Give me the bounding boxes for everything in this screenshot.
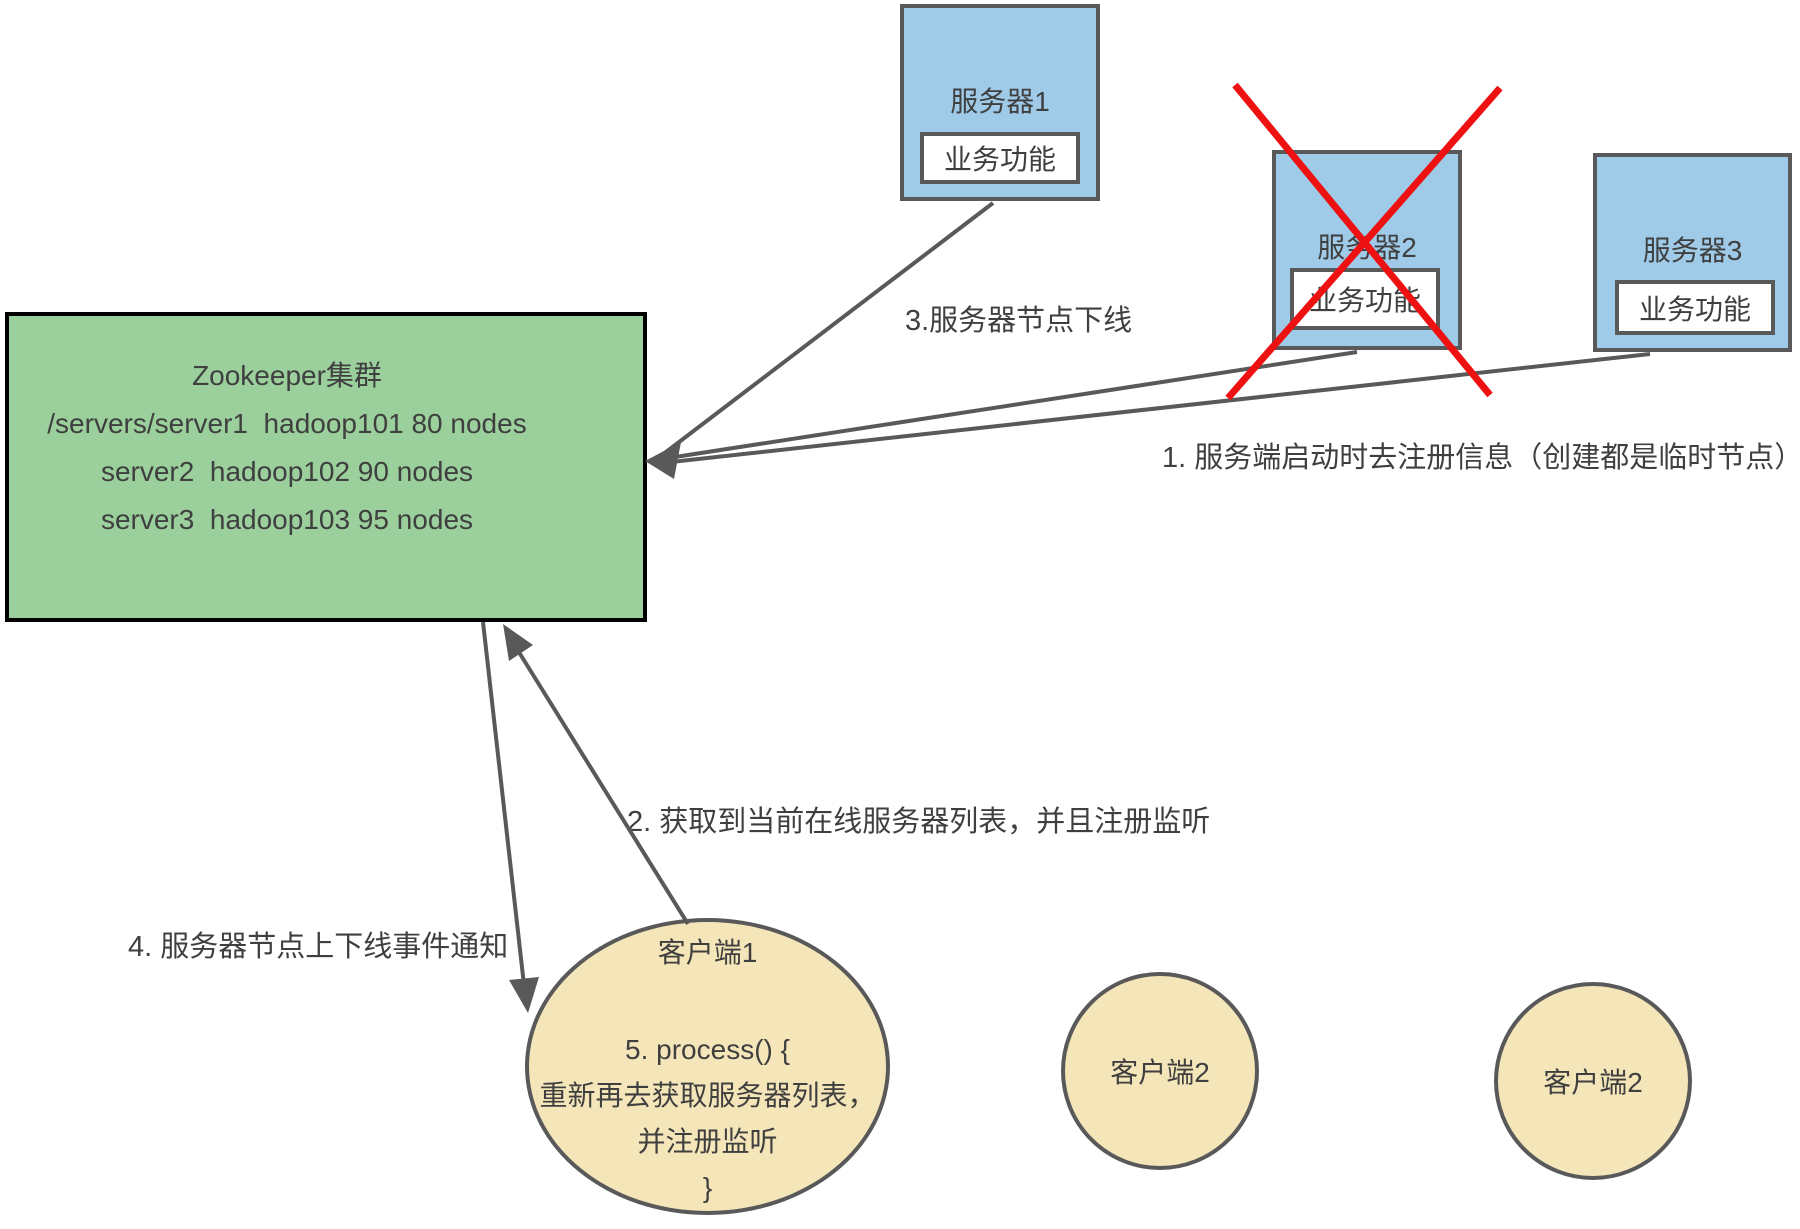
client2-circle-2: 客户端2 <box>1494 982 1692 1180</box>
annotation-step4: 4. 服务器节点上下线事件通知 <box>128 931 509 963</box>
zookeeper-node-row: server2 hadoop102 90 nodes <box>100 456 474 487</box>
client1-to-zookeeper-line <box>510 639 690 926</box>
client2-circle-1: 客户端2 <box>1061 972 1259 1170</box>
server1-function-box: 业务功能 <box>920 132 1080 184</box>
client1-code-line: } <box>702 1172 713 1203</box>
client1-code-line: 5. process() { <box>625 1034 790 1065</box>
server3-function-label: 业务功能 <box>1638 293 1751 325</box>
zookeeper-node-row: /servers/server1 hadoop101 80 nodes <box>47 408 527 439</box>
client2-name: 客户端2 <box>1110 1057 1210 1088</box>
server3-box: 服务器3 业务功能 <box>1593 153 1792 352</box>
client1-process-code: 5. process() { 重新再去获取服务器列表， 并注册监听 } <box>529 1027 886 1211</box>
client1-ellipse: 客户端1 5. process() { 重新再去获取服务器列表， 并注册监听 } <box>525 918 890 1215</box>
server2-box: 服务器2 业务功能 <box>1272 150 1462 350</box>
server3-name: 服务器3 <box>1642 235 1743 266</box>
zookeeper-cluster-box: Zookeeper集群 /servers/server1 hadoop101 8… <box>5 312 647 622</box>
client1-code-line: 重新再去获取服务器列表， <box>539 1080 876 1111</box>
client1-code-line: 并注册监听 <box>637 1126 778 1157</box>
annotation-step2: 2. 获取到当前在线服务器列表，并且注册监听 <box>627 806 1211 838</box>
annotation-step1: 1. 服务端启动时去注册信息（创建都是临时节点） <box>1162 442 1800 474</box>
server1-box: 服务器1 业务功能 <box>900 4 1100 201</box>
step2-arrowhead-icon <box>503 624 533 661</box>
server2-name: 服务器2 <box>1317 232 1417 263</box>
client1-name: 客户端1 <box>657 937 758 968</box>
step4-arrowhead-icon <box>509 977 539 1013</box>
register-arrowhead-icon <box>645 442 681 479</box>
zookeeper-node-row: server3 hadoop103 95 nodes <box>100 504 474 535</box>
zookeeper-title: Zookeeper集群 <box>192 360 382 391</box>
client2-name: 客户端2 <box>1543 1067 1643 1098</box>
server2-function-box: 业务功能 <box>1290 268 1440 330</box>
server3-function-box: 业务功能 <box>1615 280 1775 335</box>
annotation-step3: 3.服务器节点下线 <box>905 305 1133 337</box>
server1-name: 服务器1 <box>950 86 1050 117</box>
server2-function-label: 业务功能 <box>1308 285 1421 316</box>
server1-function-label: 业务功能 <box>943 144 1056 175</box>
